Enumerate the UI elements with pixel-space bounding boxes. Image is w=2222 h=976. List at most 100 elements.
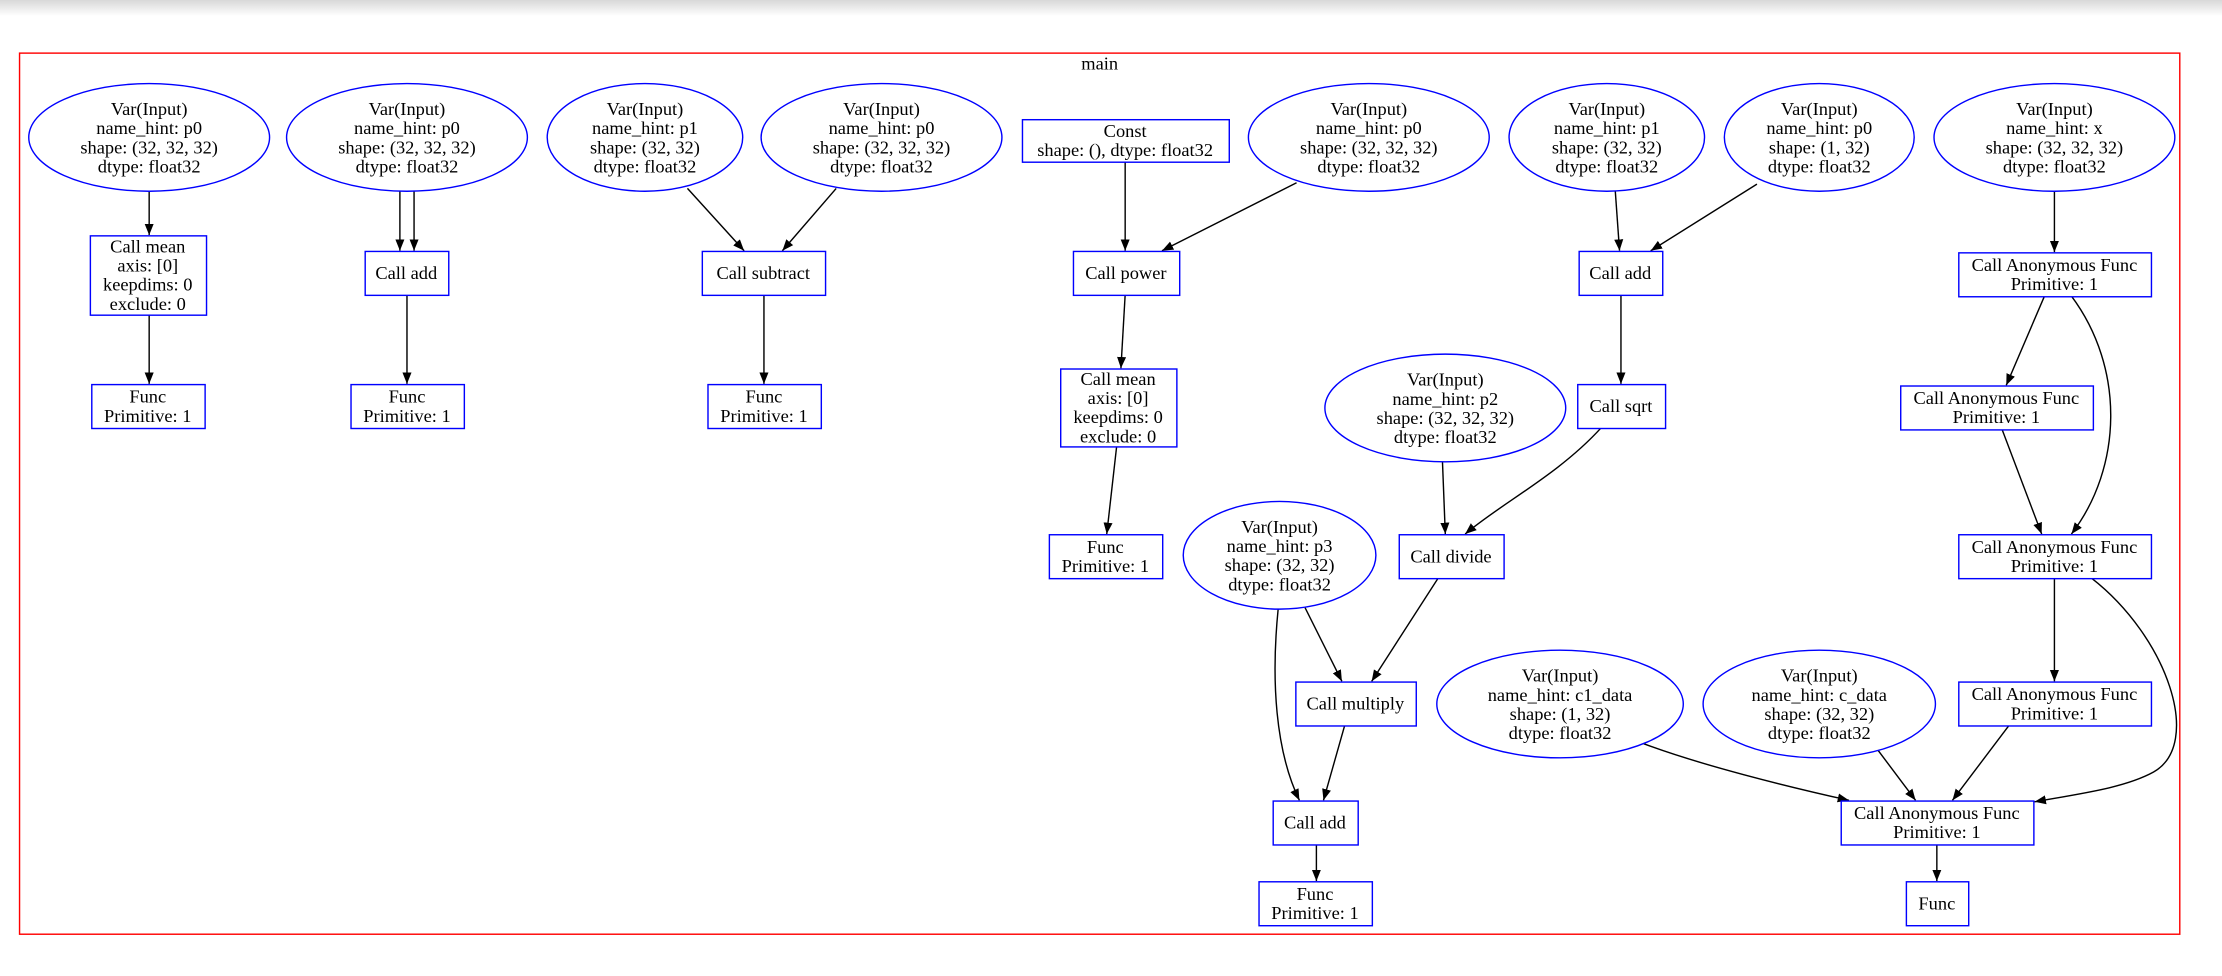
op-node-box	[1072, 250, 1181, 297]
edge-v10-to-add3	[1274, 609, 1301, 801]
node-label-line: shape: (1, 32)	[1510, 704, 1611, 725]
edge-power-to-mean2	[1117, 294, 1127, 369]
node-label-line: dtype: float32	[1228, 574, 1331, 594]
edge-v6-to-add2	[1614, 191, 1624, 251]
node-label-line: shape: (32, 32, 32)	[1300, 137, 1438, 158]
input-node-ellipse	[1182, 500, 1377, 610]
node-label-line: Primitive: 1	[2011, 274, 2098, 294]
node-label-line: name_hint: c_data	[1752, 685, 1887, 705]
node-label-line: Primitive: 1	[2011, 556, 2098, 576]
node-label-line: shape: (32, 32, 32)	[1986, 137, 2124, 158]
node-label-line: name_hint: p3	[1227, 536, 1333, 556]
op-node-box	[91, 383, 206, 430]
node-label-line: Primitive: 1	[1062, 556, 1149, 576]
op-node-box	[1577, 383, 1667, 430]
node-label-line: Func	[746, 387, 783, 407]
node-add3[interactable]: Call add	[1272, 800, 1359, 846]
edge-v7-to-add2	[1650, 183, 1758, 252]
browser-top-shadow	[0, 0, 2222, 16]
node-label-line: Call multiply	[1307, 694, 1405, 714]
node-add2[interactable]: Call add	[1578, 250, 1664, 297]
node-label-line: dtype: float32	[1317, 156, 1420, 176]
op-node-box	[1578, 250, 1664, 297]
node-label-line: Call Anonymous Func	[1914, 388, 2080, 408]
node-label-line: exclude: 0	[1080, 426, 1156, 446]
node-label-line: shape: (32, 32)	[1552, 137, 1662, 158]
op-node-box	[1958, 681, 2153, 727]
op-node-box	[364, 250, 450, 297]
edge-anon1-to-anon3	[2070, 295, 2112, 535]
op-node-box	[1958, 252, 2153, 298]
node-label-line: dtype: float32	[2003, 156, 2106, 176]
node-func6[interactable]: Func	[1905, 881, 1970, 927]
edge-v10-to-multiply	[1304, 607, 1343, 682]
node-label-line: Var(Input)	[1241, 517, 1318, 538]
node-label-line: shape: (32, 32)	[590, 137, 700, 158]
node-label-line: Call add	[375, 263, 437, 283]
node-label-line: shape: (1, 32)	[1769, 137, 1870, 158]
node-add1[interactable]: Call add	[364, 250, 450, 297]
node-label-line: Var(Input)	[1781, 99, 1858, 120]
node-divide[interactable]: Call divide	[1398, 534, 1505, 580]
node-power[interactable]: Call power	[1072, 250, 1181, 297]
edge-sqrt-to-divide	[1464, 427, 1602, 535]
node-label-line: name_hint: p1	[1554, 118, 1660, 138]
node-label-line: Var(Input)	[369, 99, 446, 120]
node-label-line: dtype: float32	[1768, 156, 1871, 176]
node-label-line: shape: (32, 32)	[1764, 704, 1874, 725]
op-node-box	[1021, 118, 1230, 163]
node-label-line: Primitive: 1	[1893, 822, 1980, 842]
op-node-box	[1398, 534, 1505, 580]
input-node-ellipse	[285, 82, 529, 192]
op-node-box	[350, 383, 466, 430]
node-label-line: shape: (32, 32, 32)	[1377, 408, 1515, 429]
node-label-line: Call Anonymous Func	[1972, 684, 2138, 704]
node-label-line: axis: [0]	[117, 256, 178, 276]
op-node-box	[1060, 368, 1178, 448]
op-node-box	[1900, 385, 2095, 431]
op-node-box	[1258, 881, 1374, 927]
node-sqrt[interactable]: Call sqrt	[1577, 383, 1667, 430]
op-node-box	[1905, 881, 1970, 927]
edge-v12-to-anon5	[1872, 743, 1917, 801]
op-node-box	[1958, 534, 2153, 580]
node-label-line: name_hint: p0	[96, 118, 202, 138]
node-label-line: Var(Input)	[1330, 99, 1407, 120]
edge-v3-to-sub	[686, 187, 745, 252]
node-label-line: Primitive: 1	[720, 406, 807, 426]
node-multiply[interactable]: Call multiply	[1295, 681, 1417, 727]
node-label-line: Call subtract	[716, 263, 810, 283]
node-sub[interactable]: Call subtract	[701, 250, 827, 297]
node-label-line: Var(Input)	[1522, 666, 1599, 687]
node-label-line: shape: (32, 32, 32)	[80, 137, 218, 158]
node-label-line: name_hint: p0	[1316, 118, 1422, 138]
edge-anon4-to-anon5	[1951, 724, 2010, 801]
